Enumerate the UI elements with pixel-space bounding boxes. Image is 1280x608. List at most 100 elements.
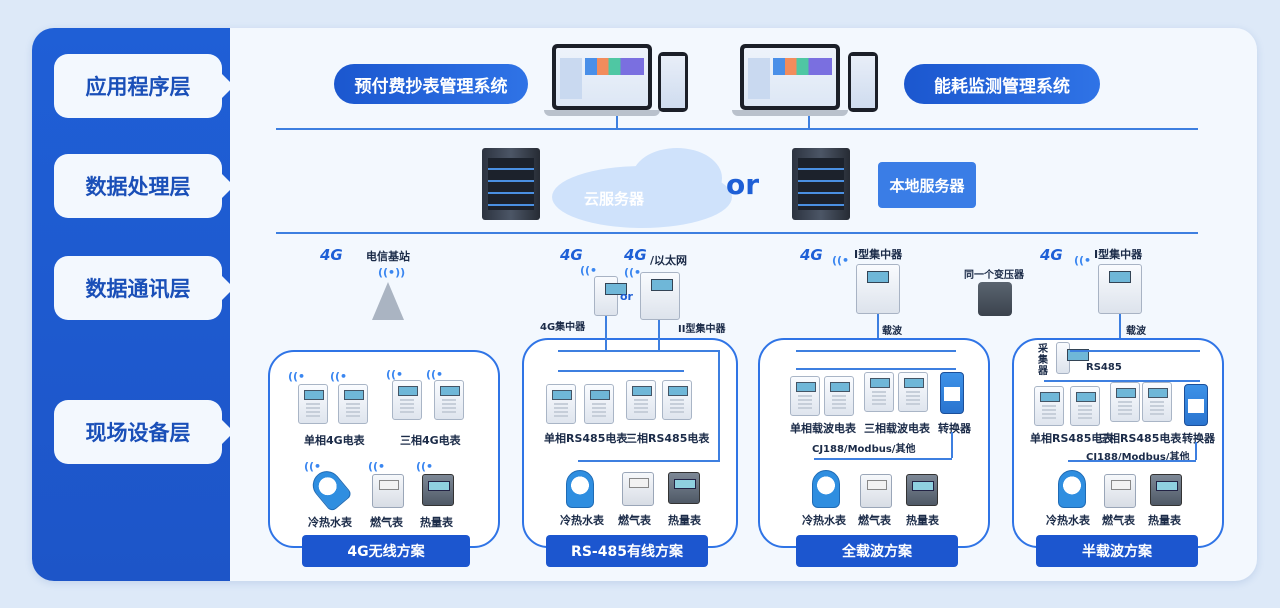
wifi-icon: ((•: [304, 460, 322, 473]
carrier-label: 载波: [882, 326, 902, 337]
gas-meter-icon: [1104, 474, 1136, 508]
wifi-icon: ((•: [416, 460, 434, 473]
protocol-label: CJ188/Modbus/其他: [1086, 452, 1190, 463]
meter-icon: [546, 384, 576, 424]
bus-line: [1070, 350, 1200, 352]
meter-icon: [626, 380, 656, 420]
single-4g-label: 单相4G电表: [304, 434, 365, 447]
layer-tab-communication: 数据通讯层: [54, 256, 234, 320]
heat-label: 热量表: [420, 516, 453, 529]
single-rs485-label: 单相RS485电表: [544, 432, 628, 445]
concentrator-icon: [1098, 264, 1142, 314]
telecom-station-label: 电信基站: [366, 250, 410, 263]
bus-line: [558, 350, 720, 352]
ethernet-label: /以太网: [650, 254, 688, 267]
heat-meter-icon: [422, 474, 454, 506]
bus-line: [578, 460, 720, 462]
water-meter-icon: [566, 470, 594, 508]
connector: [616, 116, 618, 130]
wifi-icon: ((•: [330, 370, 348, 383]
meter-icon: [338, 384, 368, 424]
meter-icon: [898, 372, 928, 412]
connector: [718, 350, 720, 460]
laptop-icon: [740, 44, 840, 110]
layer-divider: [276, 232, 1198, 234]
4g-tag: 4G: [624, 246, 647, 264]
wifi-icon: ((•: [386, 368, 404, 381]
prepaid-system-label: 预付费抄表管理系统: [334, 64, 528, 104]
scheme-half-carrier-button[interactable]: 半载波方案: [1036, 535, 1198, 567]
concentrator-icon: [856, 264, 900, 314]
4g-tag: 4G: [1040, 246, 1063, 264]
heat-label: 热量表: [668, 514, 701, 527]
meter-icon: [392, 380, 422, 420]
scheme-rs485-button[interactable]: RS-485有线方案: [546, 535, 708, 567]
4g-tag: 4G: [560, 246, 583, 264]
local-server-label: 本地服务器: [878, 162, 976, 208]
gas-label: 燃气表: [370, 516, 403, 529]
energy-system-label: 能耗监测管理系统: [904, 64, 1100, 104]
single-rs485-label: 单相RS485电表: [1030, 432, 1114, 445]
panel-rs485: [522, 338, 738, 548]
heat-meter-icon: [1150, 474, 1182, 506]
scheme-4g-button[interactable]: 4G无线方案: [302, 535, 470, 567]
laptop-base: [732, 110, 848, 116]
heat-label: 热量表: [906, 514, 939, 527]
water-meter-icon: [1058, 470, 1086, 508]
phone-icon: [848, 52, 878, 112]
bus-line: [1068, 460, 1196, 462]
gas-meter-icon: [622, 472, 654, 506]
laptop-icon: [552, 44, 652, 110]
layer-tab-processing: 数据处理层: [54, 154, 234, 218]
meter-icon: [662, 380, 692, 420]
scheme-full-carrier-button[interactable]: 全载波方案: [796, 535, 958, 567]
wifi-icon: ((•: [832, 254, 850, 267]
bus-line: [796, 368, 956, 370]
or-small-label: or: [620, 290, 633, 303]
layer-tab-application: 应用程序层: [54, 54, 234, 118]
gas-meter-icon: [372, 474, 404, 508]
gas-label: 燃气表: [1102, 514, 1135, 527]
protocol-label: CJ188/Modbus/其他: [812, 444, 916, 455]
meter-icon: [434, 380, 464, 420]
concentrator-icon: [640, 272, 680, 320]
concentrator-1a-label: I型集中器: [854, 248, 903, 261]
connector: [1195, 442, 1197, 460]
connector: [605, 316, 607, 352]
single-carrier-label: 单相载波电表: [790, 422, 856, 435]
collector-icon: [1056, 342, 1089, 374]
or-label: or: [726, 168, 760, 201]
bus-line: [1044, 380, 1200, 382]
wifi-icon: ((•: [1074, 254, 1092, 267]
architecture-card: 应用程序层 数据处理层 数据通讯层 现场设备层 预付费抄表管理系统 能耗监测管理…: [32, 28, 1257, 581]
water-meter-icon: [812, 470, 840, 508]
phone-icon: [658, 52, 688, 112]
server-icon: [482, 148, 540, 220]
server-icon: [792, 148, 850, 220]
converter-icon: [940, 372, 964, 414]
4g-tag: 4G: [800, 246, 823, 264]
layer-divider: [276, 128, 1198, 130]
cloud-server-label: 云服务器: [584, 190, 645, 208]
three-4g-label: 三相4G电表: [400, 434, 461, 447]
meter-icon: [824, 376, 854, 416]
concentrator-4g-label: 4G集中器: [540, 322, 586, 333]
concentrator-2-label: II型集中器: [678, 324, 726, 335]
meter-icon: [1110, 382, 1140, 422]
heat-meter-icon: [906, 474, 938, 506]
meter-icon: [298, 384, 328, 424]
cloud-icon: [632, 148, 722, 208]
connector: [951, 432, 953, 458]
layer-column: 应用程序层 数据处理层 数据通讯层 现场设备层: [32, 28, 234, 581]
meter-icon: [1070, 386, 1100, 426]
heat-meter-icon: [668, 472, 700, 504]
connector: [658, 320, 660, 352]
connector: [877, 314, 879, 350]
converter-label: 转换器: [938, 422, 971, 435]
bus-line: [814, 458, 952, 460]
gas-meter-icon: [860, 474, 892, 508]
meter-icon: [1034, 386, 1064, 426]
collector-label: 采集器: [1038, 344, 1048, 377]
converter-label: 转换器: [1182, 432, 1215, 445]
laptop-base: [544, 110, 660, 116]
